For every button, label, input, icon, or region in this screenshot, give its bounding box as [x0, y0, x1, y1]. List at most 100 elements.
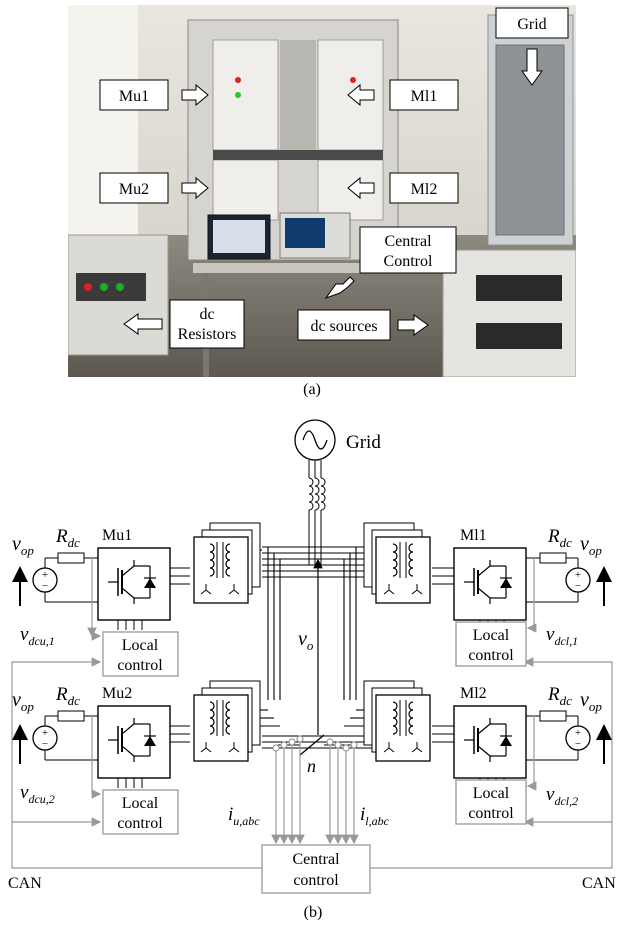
- caption-a: (a): [303, 381, 321, 398]
- system-schematic: Grid vo n: [8, 419, 616, 894]
- dc-resistors-label-line1: dc: [199, 306, 214, 323]
- inverter-block: [453, 547, 527, 621]
- module-ml2: Ml2 + − vop Rdc Local control vdcl,2: [363, 680, 612, 825]
- central-control-line1: Central: [292, 851, 340, 868]
- photo-callouts: Mu1 Ml1 Mu2 Ml2 Grid Central Control dc …: [99, 7, 569, 349]
- mu1-label-box: [99, 79, 169, 111]
- can-bus-lines: [11, 657, 613, 869]
- transformer-bus-links: [260, 549, 364, 727]
- three-phase-bus: [262, 546, 372, 749]
- indicator-dot: [235, 92, 241, 98]
- ml1-label: Ml1: [411, 88, 438, 105]
- local-control-line2: control: [117, 815, 163, 832]
- ml2-label-box: [389, 172, 459, 204]
- local-control-line1: Local: [473, 627, 510, 644]
- dc-sources-arrow-icon: [397, 314, 429, 336]
- grid-arrow-icon: [521, 48, 543, 86]
- rdc-label: Rdc: [55, 526, 80, 550]
- module-label: Mu1: [102, 527, 132, 544]
- oscilloscope-screen: [285, 218, 325, 248]
- module-label: Ml1: [460, 527, 487, 544]
- resistor-icon: [57, 552, 85, 564]
- il-label: il,abc: [360, 804, 390, 828]
- central-control-label-box: [359, 226, 457, 274]
- vdcl2-label: vdcl,2: [546, 784, 578, 808]
- vop-label: vop: [580, 533, 602, 558]
- vdcl1-label: vdcl,1: [546, 624, 578, 648]
- iu-label: iu,abc: [228, 804, 260, 828]
- measurement-lines: [271, 742, 359, 845]
- module-label: Mu2: [102, 685, 132, 702]
- ml1-label-box: [389, 79, 459, 111]
- indicator-dot: [84, 283, 92, 291]
- mu1-cabinet: [212, 39, 279, 151]
- vo-label: vo: [298, 628, 314, 653]
- grid-label: Grid: [517, 16, 546, 33]
- central-control-arrow-icon: [324, 276, 355, 300]
- inverter-block: [97, 547, 171, 621]
- local-control-line2: control: [117, 657, 163, 674]
- inverter-block: [453, 705, 527, 779]
- mu2-arrow-icon: [181, 176, 209, 200]
- caption-b: (b): [303, 904, 323, 921]
- plus-sign: +: [575, 569, 581, 581]
- indicator-dot: [116, 283, 124, 291]
- lab-setup-photo: [68, 5, 576, 377]
- table-top: [193, 263, 423, 273]
- neutral-label: n: [307, 756, 316, 776]
- local-control-line1: Local: [122, 637, 159, 654]
- module-ml1: Ml1 + − vop Rdc Local control vdcl,1: [363, 522, 612, 667]
- plus-sign: +: [42, 569, 48, 581]
- mu1-arrow-icon: [181, 83, 209, 107]
- rdc-label: Rdc: [547, 526, 572, 550]
- dc-sources-label: dc sources: [310, 318, 377, 335]
- module-mu1: + − vop Rdc Mu1 Local control vdcu,1: [12, 522, 261, 677]
- ml1-arrow-icon: [347, 83, 375, 107]
- local-control-line2: control: [468, 805, 514, 822]
- resistor-icon: [539, 710, 567, 722]
- plus-sign: +: [575, 727, 581, 739]
- grid-label-box: [495, 7, 569, 39]
- indicator-dot: [350, 77, 356, 83]
- dc-source-unit: [476, 323, 562, 349]
- minus-sign: −: [575, 738, 581, 750]
- ml2-label: Ml2: [411, 181, 438, 198]
- local-control-line1: Local: [122, 795, 159, 812]
- wiring-strip: [213, 150, 383, 160]
- local-control-block: [102, 789, 179, 835]
- window-left: [68, 5, 138, 245]
- module-mu2: + − vop Rdc Mu2 Local control vdcu,2: [12, 680, 261, 835]
- current-sensors: [272, 735, 358, 752]
- can-right-label: CAN: [582, 875, 616, 892]
- local-control-line2: control: [468, 647, 514, 664]
- vop-label: vop: [12, 533, 34, 558]
- can-left-label: CAN: [8, 875, 42, 892]
- central-control-label-line1: Central: [384, 233, 432, 250]
- rdc-label: Rdc: [547, 684, 572, 708]
- central-control-block: [261, 844, 371, 894]
- transformer-block: [375, 536, 431, 604]
- mu1-label: Mu1: [119, 88, 149, 105]
- grid-diagram-label: Grid: [346, 432, 381, 453]
- resistor-icon: [57, 710, 85, 722]
- minus-sign: −: [42, 738, 48, 750]
- local-control-block: [102, 631, 179, 677]
- central-control-label-line2: Control: [384, 253, 433, 270]
- dc-resistors-label-box: [169, 299, 245, 349]
- indicator-dot: [235, 77, 241, 83]
- vop-label: vop: [580, 689, 602, 714]
- rack-center-panel: [280, 40, 316, 150]
- vdcu2-label: vdcu,2: [20, 782, 55, 806]
- dc-resistors-label-line2: Resistors: [178, 326, 237, 343]
- dc-sources-cabinet: [442, 249, 576, 377]
- vdcu1-label: vdcu,1: [20, 624, 55, 648]
- minus-sign: −: [575, 580, 581, 592]
- mu2-label: Mu2: [119, 181, 149, 198]
- resistor-icon: [539, 552, 567, 564]
- module-label: Ml2: [460, 685, 487, 702]
- sine-wave-icon: [302, 430, 328, 450]
- central-control-line2: control: [293, 872, 339, 889]
- minus-sign: −: [42, 580, 48, 592]
- dc-source-unit: [476, 275, 562, 301]
- rdc-label: Rdc: [55, 684, 80, 708]
